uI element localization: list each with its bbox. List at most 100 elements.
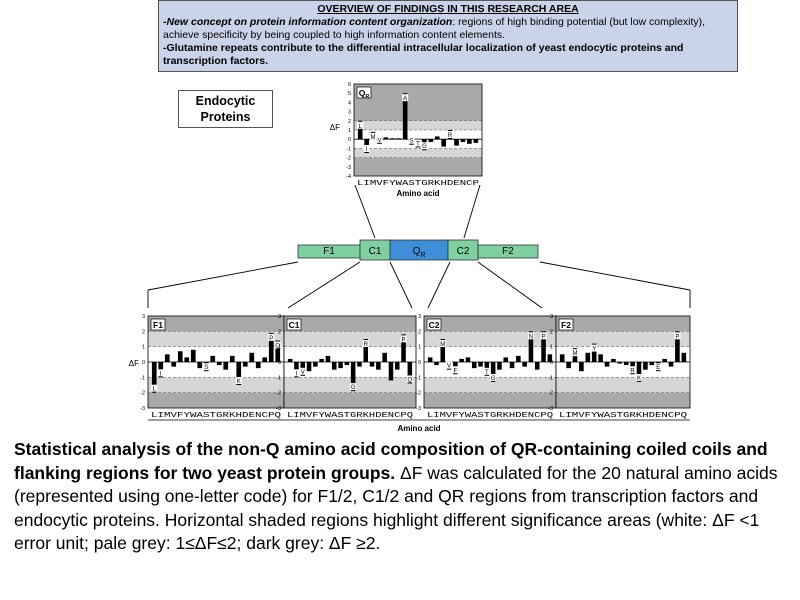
bar-C [668, 362, 674, 367]
bar-Y [319, 358, 324, 362]
y-tick-label: 2 [142, 329, 145, 335]
bar-F [313, 362, 318, 367]
panel-frame [353, 83, 483, 177]
bar-label-bg [293, 369, 300, 377]
panel-tag-box [286, 318, 302, 331]
bar-label-S: S [204, 365, 208, 371]
significance-band [284, 392, 416, 408]
bar-V [306, 362, 312, 372]
bar-label-bg [674, 332, 681, 340]
bar-label-R: R [448, 133, 453, 139]
x-tick-labels: LIMVFYWASTGRKHDENCPQ [287, 412, 413, 420]
bar-label-bg [415, 139, 421, 147]
panel-frame [555, 315, 691, 409]
significance-band [148, 392, 284, 408]
connector-line [147, 261, 299, 291]
connector-lines [147, 184, 691, 309]
bar-T [617, 362, 623, 364]
significance-band [424, 316, 556, 332]
y-tick-label: 1 [348, 128, 351, 134]
significance-band [354, 84, 482, 121]
bar-P [675, 331, 680, 362]
y-tick-label: 5 [348, 91, 351, 97]
bar-K [363, 339, 369, 362]
bar-Y [184, 357, 190, 362]
bar-label-I: I [366, 147, 368, 153]
bar-Q [547, 354, 553, 362]
bar-V [171, 362, 177, 367]
panel-tag-c1: C1 [286, 318, 302, 331]
y-tick-label: -1 [346, 146, 351, 152]
y-tick-label: -1 [140, 375, 145, 381]
bar-label-bg [490, 373, 497, 381]
bar-label-bg [400, 335, 407, 343]
bar-label-Y: Y [592, 347, 596, 353]
panel-tag-f1: F1 [150, 318, 166, 331]
bar-Q [681, 352, 687, 362]
bar-label-Q: Q [275, 344, 280, 350]
bar-P [473, 139, 479, 143]
panel-tag-label: QR [359, 88, 370, 100]
bar-H [236, 362, 242, 385]
x-tick-labels: LIMVFYWASTGRKHDENCPQ [427, 412, 553, 420]
bar-K [636, 362, 642, 382]
bar-M [440, 339, 446, 362]
panel-tag-label: C2 [429, 320, 440, 330]
bar-label-bg [636, 373, 642, 381]
caption-rest: ΔF was calculated for the 20 natural ami… [14, 462, 778, 554]
bar-label-P: P [269, 336, 273, 342]
bar-L [287, 358, 293, 362]
bar-label-bg [370, 132, 377, 140]
bar-label-V: V [377, 138, 381, 144]
bar-label-R: R [364, 342, 369, 348]
bar-A [402, 93, 408, 140]
x-tick-labels: LIMVFYWASTGRKHDENCPQ [151, 412, 281, 420]
bar-G [623, 362, 629, 366]
y-tick-label: 1 [278, 345, 281, 351]
caption-bold: Statistical analysis of the non-Q amino … [14, 439, 768, 483]
bar-label-A: A [403, 96, 407, 102]
bar-label-bg [274, 341, 281, 349]
bar-K [503, 357, 509, 362]
panel-frame [283, 315, 417, 409]
bar-label-L: L [153, 387, 157, 393]
bar-I [566, 362, 571, 369]
x-tick-labels: LIMVFYWASTGRKHDENCP [357, 180, 479, 188]
bar-H [509, 362, 515, 369]
bar-label-P: P [542, 334, 546, 340]
bar-label-N: N [529, 334, 533, 340]
bar-F [177, 351, 183, 362]
bar-label-L: L [359, 124, 363, 130]
bar-R [497, 362, 502, 370]
bar-H [369, 362, 375, 367]
bar-label-T: T [416, 141, 420, 147]
bar-Y [591, 343, 597, 362]
bar-label-bg [446, 361, 453, 369]
panel-tag-label: F1 [153, 320, 163, 330]
overview-bullet-1-rest: : regions of high binding potential (but… [163, 16, 706, 41]
bar-label-bg [527, 332, 534, 340]
y-tick-label: 6 [348, 82, 351, 88]
bar-label-V: V [301, 370, 305, 376]
bar-F [585, 352, 591, 362]
bar-H [441, 139, 446, 147]
y-tick-label: -4 [346, 174, 351, 180]
figure-caption: Statistical analysis of the non-Q amino … [14, 438, 794, 556]
bar-label-bg [452, 366, 459, 374]
overview-title: OVERVIEW OF FINDINGS IN THIS RESEARCH AR… [317, 3, 579, 15]
bar-label-bg [591, 344, 598, 352]
bar-A [331, 362, 337, 370]
bar-T [344, 362, 350, 366]
overview-box: OVERVIEW OF FINDINGS IN THIS RESEARCH AR… [158, 0, 738, 72]
domain-label-f2: F2 [502, 246, 514, 257]
bar-label-G: G [422, 144, 427, 150]
bar-L [559, 354, 565, 362]
bar-label-bg [376, 135, 383, 143]
bar-label-F: F [454, 368, 458, 374]
bar-E [382, 352, 387, 362]
bar-label-E: E [656, 365, 660, 371]
bar-G [350, 362, 356, 392]
